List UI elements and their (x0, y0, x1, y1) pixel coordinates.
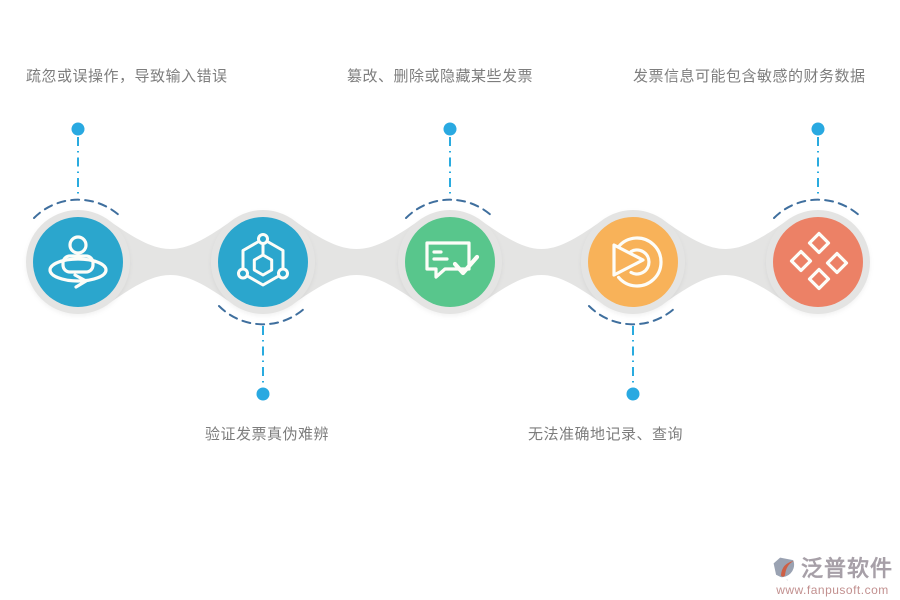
chain-link (483, 222, 600, 302)
node-circle-1 (33, 217, 123, 307)
dashed-arc-bottom (588, 305, 678, 326)
diamond-grid-icon (789, 231, 849, 291)
label-dots (71, 122, 825, 401)
dashed-arcs (33, 198, 863, 326)
node-label-1: 疏忽或误操作，导致输入错误 (26, 68, 228, 85)
label-dot (71, 122, 85, 136)
user-sync-icon (48, 235, 108, 289)
chain-link (296, 222, 417, 302)
message-check-icon (425, 241, 480, 279)
node-circle-2 (218, 217, 308, 307)
fanpu-logo-icon (773, 557, 798, 581)
node-label-5: 发票信息可能包含敏感的财务数据 (633, 68, 866, 85)
chain-link (666, 222, 785, 302)
dashed-arc-top (773, 198, 863, 219)
label-dot (811, 122, 825, 136)
dashed-arc-top (33, 198, 123, 219)
label-dot (256, 387, 270, 401)
label-dot (626, 387, 640, 401)
node-label-4: 无法准确地记录、查询 (528, 426, 684, 443)
node-circle-5 (773, 217, 863, 307)
chain-link (111, 222, 230, 302)
dashed-arc-top (405, 198, 495, 219)
node-label-3: 篡改、删除或隐藏某些发票 (347, 68, 534, 85)
brand-watermark: 泛普软件 www.fanpusoft.com (772, 556, 893, 597)
chain-connectors (111, 222, 785, 302)
node-circle-3 (405, 217, 495, 307)
network-hexagon-icon (237, 233, 289, 287)
dashed-arc-bottom (218, 305, 308, 326)
pie-chart-icon (612, 236, 663, 288)
node-label-2: 验证发票真伪难辨 (205, 426, 330, 443)
label-dot (443, 122, 457, 136)
brand-name: 泛普软件 (800, 556, 893, 581)
brand-website: www.fanpusoft.com (776, 583, 889, 597)
node-circle-4 (588, 217, 678, 307)
